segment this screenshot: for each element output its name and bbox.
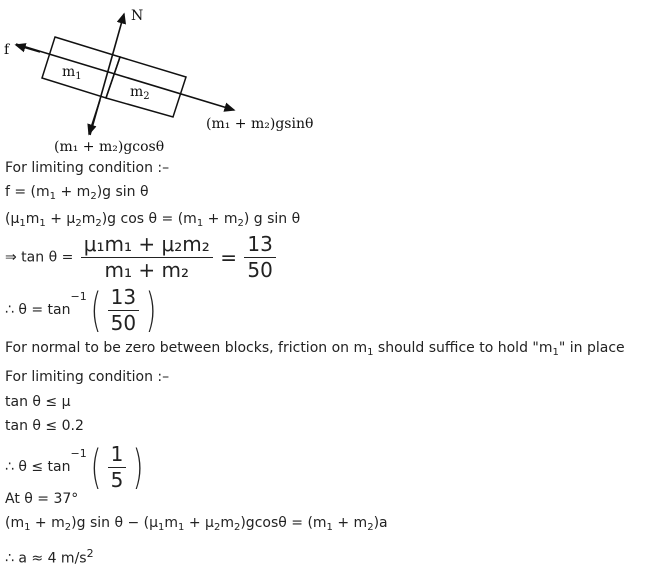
text-limiting-condition-1: For limiting condition :–: [5, 160, 170, 176]
incline-blocks-diagram: [14, 12, 236, 136]
equation-tan-theta: ⇒ tan θ = μ₁m₁ + μ₂m₂ m₁ + m₂ = 13 50: [5, 234, 279, 281]
equation-result: ∴ a ≈ 4 m/s2: [5, 547, 94, 567]
equation-tan-le-02: tan θ ≤ 0.2: [5, 418, 84, 434]
equation-tan-le-mu: tan θ ≤ μ: [5, 394, 71, 410]
equation-friction: f = (m1 + m2)g sin θ: [5, 184, 149, 202]
incline-force-arrow: [15, 43, 236, 112]
fraction-mu: μ₁m₁ + μ₂m₂ m₁ + m₂: [80, 234, 213, 281]
sin-force-label: (m₁ + m₂)gsinθ: [206, 116, 314, 132]
gcos-arrow: [87, 99, 101, 136]
block-m2: [105, 56, 187, 118]
normal-label: N: [131, 8, 144, 24]
friction-arrow: [14, 43, 41, 53]
text-at-theta-37: At θ = 37°: [5, 491, 79, 507]
equation-balance: (μ1m1 + μ2m2)g cos θ = (m1 + m2) g sin θ: [5, 211, 301, 229]
text-normal-zero: For normal to be zero between blocks, fr…: [5, 340, 625, 358]
equation-acceleration: (m1 + m2)g sin θ − (μ1m1 + μ2m2)gcosθ = …: [5, 515, 388, 533]
friction-label: f: [4, 42, 10, 58]
cos-force-label: (m₁ + m₂)gcosθ: [54, 139, 165, 155]
block1-label: m1: [62, 64, 82, 82]
block2-label: m2: [130, 84, 150, 102]
text-limiting-condition-2: For limiting condition :–: [5, 369, 170, 385]
fraction-13-50: 13 50: [244, 234, 276, 281]
